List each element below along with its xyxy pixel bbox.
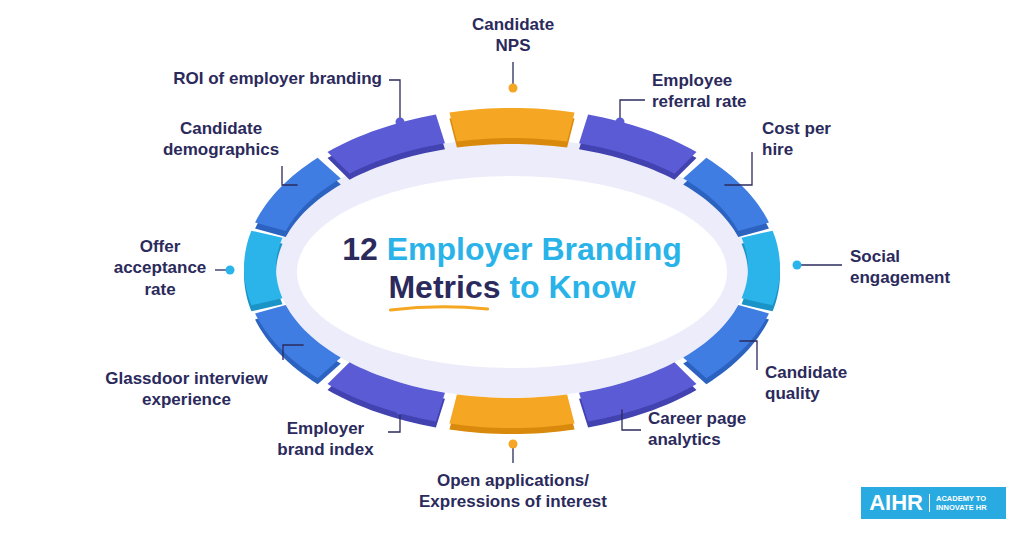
leader-dot	[304, 341, 313, 350]
leader-dot	[396, 406, 405, 415]
ring-segment	[255, 305, 341, 378]
logo-text: AIHR	[869, 492, 923, 514]
ring-segment	[449, 394, 574, 428]
ring-segment	[328, 115, 445, 174]
diagram-title: 12 Employer Branding Metrics to Know	[322, 230, 702, 307]
title-underline	[390, 307, 487, 310]
metric-label: Offer acceptance rate	[108, 236, 212, 300]
metric-label: Social engagement	[850, 246, 975, 289]
title-word: Know	[548, 269, 635, 305]
ring-segment	[741, 231, 780, 306]
leader-line	[620, 100, 645, 122]
leader-dot	[616, 118, 625, 127]
leader-dot	[716, 181, 725, 190]
metric-label: Employee referral rate	[652, 70, 782, 113]
leader-line	[735, 341, 757, 370]
leader-line	[389, 80, 400, 122]
title-word: 12	[342, 231, 386, 267]
ring-segment	[683, 158, 769, 231]
metric-label: Employer brand index	[268, 418, 383, 461]
leader-dot	[793, 261, 802, 270]
metric-label: Glassdoor interview experience	[88, 368, 285, 411]
leader-dot	[509, 84, 518, 93]
metric-label: Cost per hire	[762, 118, 852, 161]
ring-centre	[297, 176, 727, 368]
logo-badge: AIHR ACADEMY TO INNOVATE HR	[861, 487, 1006, 519]
ring-segment	[683, 305, 769, 378]
leader-dot	[226, 266, 235, 275]
leader-dot	[298, 181, 307, 190]
leader-line	[622, 405, 641, 430]
ring-segment	[449, 108, 574, 142]
metric-label: Candidate quality	[765, 362, 870, 405]
leader-dot	[618, 401, 627, 410]
metric-label: ROI of employer branding	[140, 68, 382, 89]
metric-label: Career page analytics	[648, 408, 773, 451]
metric-label: Candidate NPS	[453, 14, 573, 57]
metric-label: Open applications/ Expressions of intere…	[398, 470, 628, 513]
metric-label: Candidate demographics	[155, 118, 287, 161]
ring-segment	[328, 362, 445, 421]
title-word: Branding	[541, 231, 681, 267]
leader-line	[797, 264, 842, 265]
leader-dot	[509, 440, 518, 449]
leader-dot	[396, 118, 405, 127]
title-word: Metrics	[388, 269, 509, 305]
title-word: Employer	[387, 231, 542, 267]
leader-dot	[731, 337, 740, 346]
title-word: to	[509, 269, 548, 305]
logo-tagline: ACADEMY TO INNOVATE HR	[929, 494, 998, 513]
ring-segment	[579, 115, 696, 174]
ring-segment	[244, 231, 283, 306]
leader-line	[720, 152, 752, 185]
ring-segment	[255, 158, 341, 231]
ring-inner-ground	[276, 138, 748, 398]
